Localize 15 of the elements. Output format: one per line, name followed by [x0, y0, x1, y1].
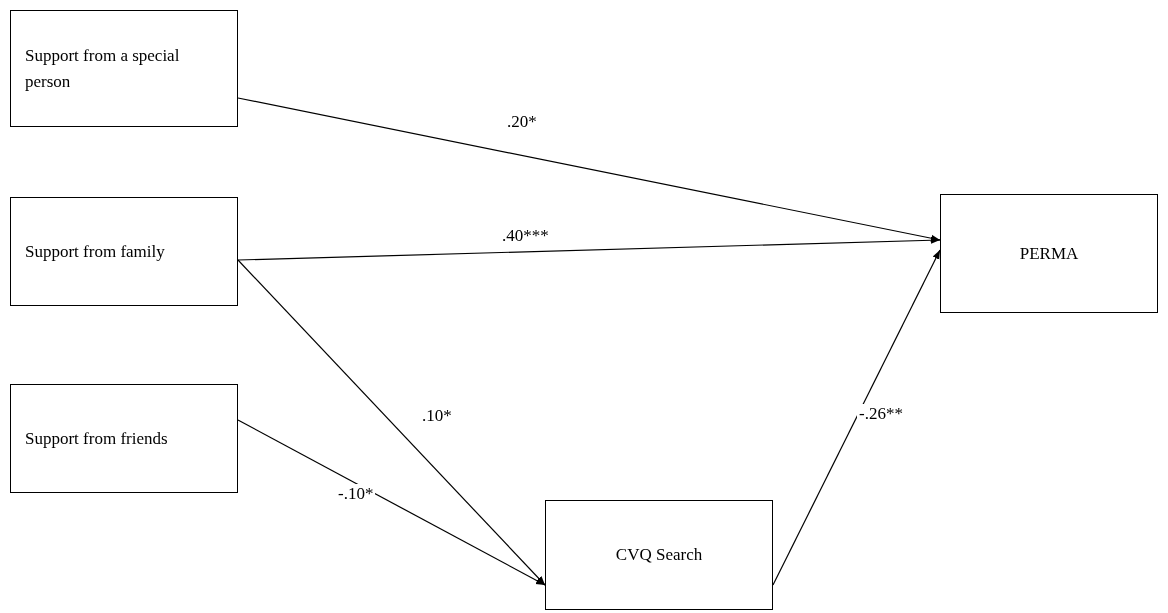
variable-name: CVQ Search	[615, 544, 703, 567]
variable-box	[10, 10, 238, 127]
variable-name: PERMA	[1019, 242, 1079, 265]
variable-name: Support from a special person	[25, 45, 181, 93]
path-arrow	[772, 249, 941, 586]
path-arrow	[237, 236, 941, 261]
path-arrow	[237, 259, 546, 586]
variable-box	[10, 197, 238, 306]
path-arrow	[237, 97, 941, 242]
variable-name: Support from family	[25, 240, 165, 263]
path-arrow	[237, 419, 546, 586]
variable-box	[10, 384, 238, 493]
variable-name: Support from friends	[25, 427, 168, 450]
variable-box	[545, 500, 773, 610]
variable-box	[940, 194, 1158, 313]
